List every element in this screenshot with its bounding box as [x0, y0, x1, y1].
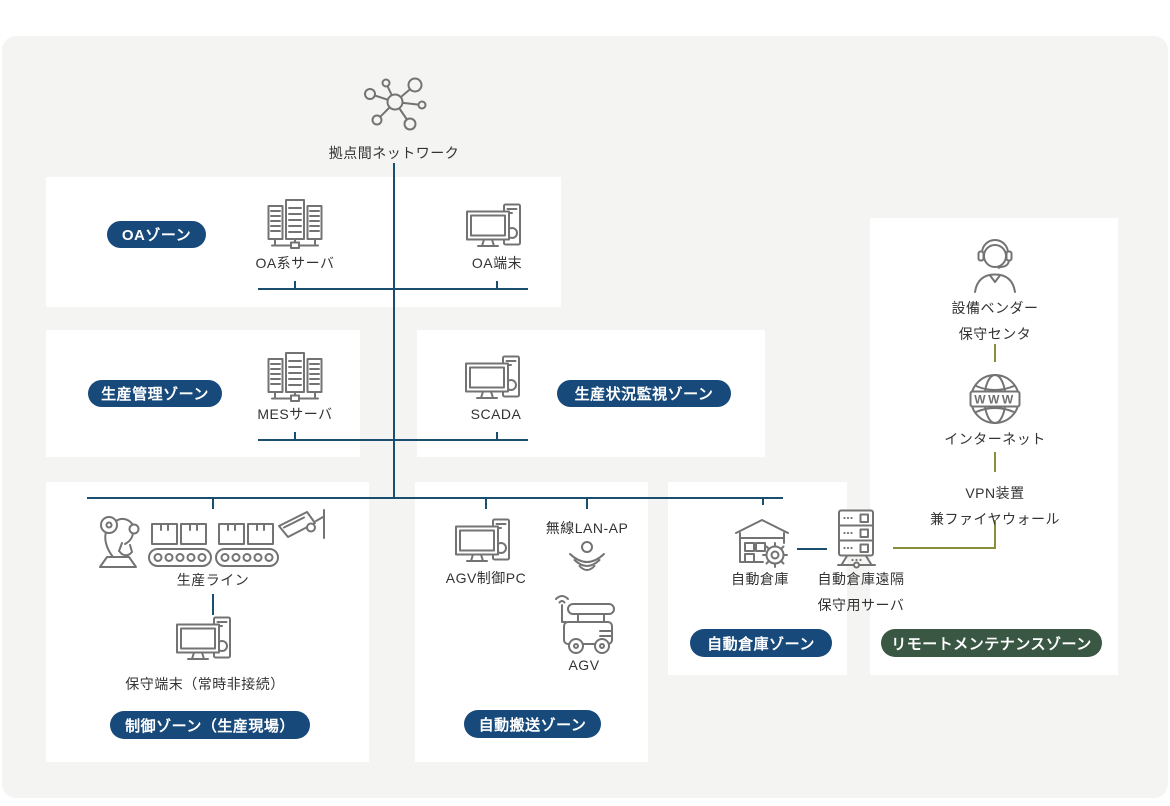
internet-globe-icon: WWW	[969, 374, 1021, 424]
agv-icon	[555, 595, 615, 654]
oa-bus-line	[258, 288, 528, 290]
warehouse-server-link-line	[797, 548, 827, 550]
conveyor-icon	[215, 523, 279, 567]
internet-vpn-link-line	[994, 452, 996, 472]
monitoring-zone-badge: 生産状況監視ゾーン	[557, 380, 731, 407]
maintenance-terminal-link-line	[212, 594, 214, 615]
control-zone-badge: 制御ゾーン（生産現場）	[110, 711, 310, 739]
wifi-ap-label: 無線LAN-AP	[545, 520, 629, 536]
warehouse-zone-badge: 自動倉庫ゾーン	[690, 629, 832, 657]
scada-label: SCADA	[470, 406, 522, 422]
remote-zone-badge: リモートメンテナンスゾーン	[881, 629, 1102, 657]
wifi-ap-icon	[569, 541, 605, 571]
oa-server-icon	[267, 199, 323, 249]
vpn-server-link-line	[893, 547, 996, 549]
oa-terminal-label: OA端末	[471, 255, 523, 271]
production-line-drop-line	[212, 499, 214, 509]
vendor-internet-link-line	[994, 344, 996, 362]
maintenance-terminal-icon	[176, 616, 231, 660]
oa-terminal-drop-line	[496, 281, 498, 288]
vpn-firewall-label: VPN装置 兼ファイヤウォール	[929, 485, 1061, 527]
mes-server-label: MESサーバ	[257, 406, 333, 422]
oa-server-label: OA系サーバ	[255, 255, 335, 271]
warehouse-drop-line	[762, 499, 764, 505]
vpn-down-link-line	[994, 520, 996, 549]
vendor-support-label: 設備ベンダー 保守センタ	[951, 300, 1039, 342]
production-zone-badge: 生産管理ゾーン	[88, 380, 222, 407]
mes-drop-line	[294, 432, 296, 439]
warehouse-remote-server-label: 自動倉庫遠隔 保守用サーバ	[817, 571, 905, 613]
agv-control-pc-icon	[455, 518, 510, 562]
transport-zone-badge: 自動搬送ゾーン	[464, 710, 601, 738]
control-bus-line	[87, 497, 783, 499]
automated-warehouse-icon	[735, 519, 789, 568]
production-line-label: 生産ライン	[176, 572, 250, 588]
production-bus-line	[258, 439, 528, 441]
intersite-network-label: 拠点間ネットワーク	[328, 145, 460, 161]
camera-icon	[278, 509, 325, 539]
agv-control-pc-label: AGV制御PC	[445, 570, 527, 586]
remote-zone-panel	[870, 218, 1118, 675]
www-text: WWW	[974, 393, 1015, 407]
intersite-network-icon	[364, 77, 427, 131]
vendor-support-icon	[974, 239, 1016, 293]
oa-server-drop-line	[294, 281, 296, 288]
scada-icon	[465, 355, 520, 399]
remote-maintenance-server-icon	[837, 509, 876, 569]
agv-pc-drop-line	[485, 499, 487, 509]
agv-label: AGV	[568, 657, 600, 673]
conveyor-icon	[148, 523, 212, 567]
mes-server-icon	[267, 352, 323, 402]
oa-zone-badge: OAゾーン	[107, 221, 206, 248]
maintenance-terminal-label: 保守端末（常時非接続）	[125, 676, 285, 692]
scada-drop-line	[496, 432, 498, 439]
internet-label: インターネット	[944, 431, 1046, 447]
robot-arm-icon	[99, 516, 140, 568]
oa-terminal-icon	[466, 203, 521, 247]
trunk-line	[393, 163, 395, 498]
wifi-ap-drop-line	[586, 499, 588, 509]
automated-warehouse-label: 自動倉庫	[731, 571, 789, 587]
